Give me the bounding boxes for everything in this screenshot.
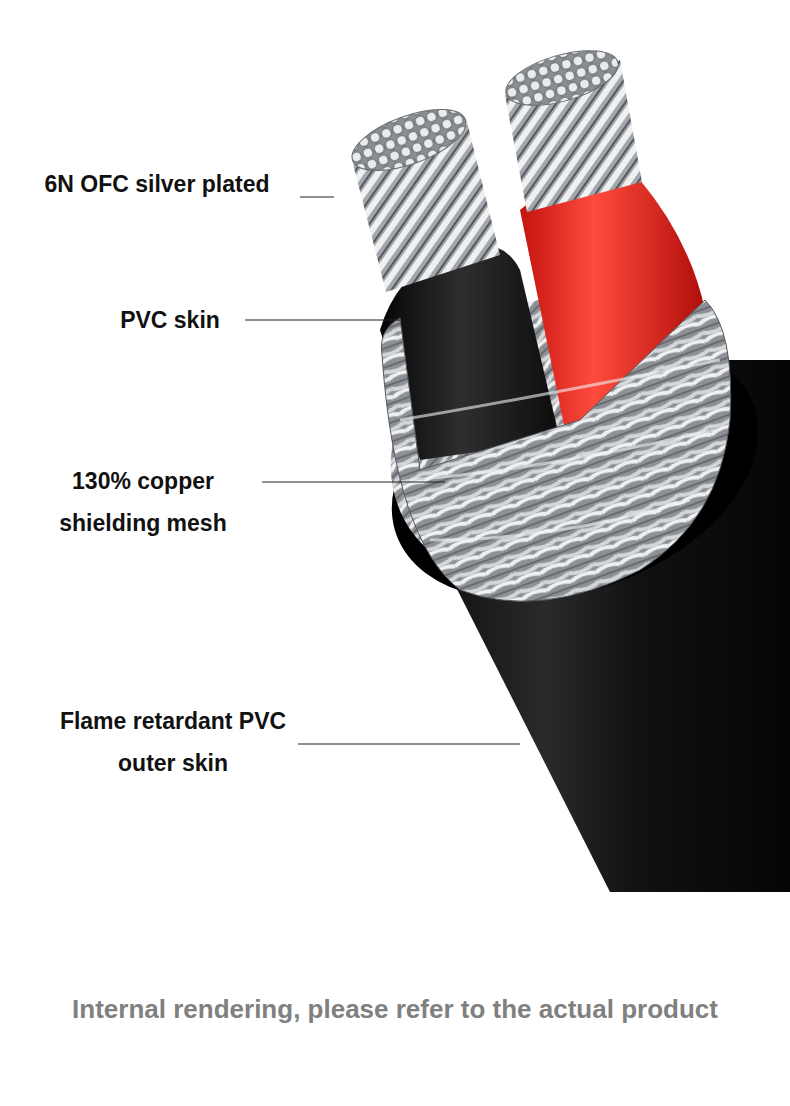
caption-note: Internal rendering, please refer to the … xyxy=(0,994,790,1025)
part-label: 6N OFC silver plated xyxy=(20,163,294,205)
part-label: Flame retardant PVC outer skin xyxy=(52,700,294,784)
part-label: PVC skin xyxy=(100,299,240,341)
part-label: 130% copper shielding mesh xyxy=(33,460,253,544)
